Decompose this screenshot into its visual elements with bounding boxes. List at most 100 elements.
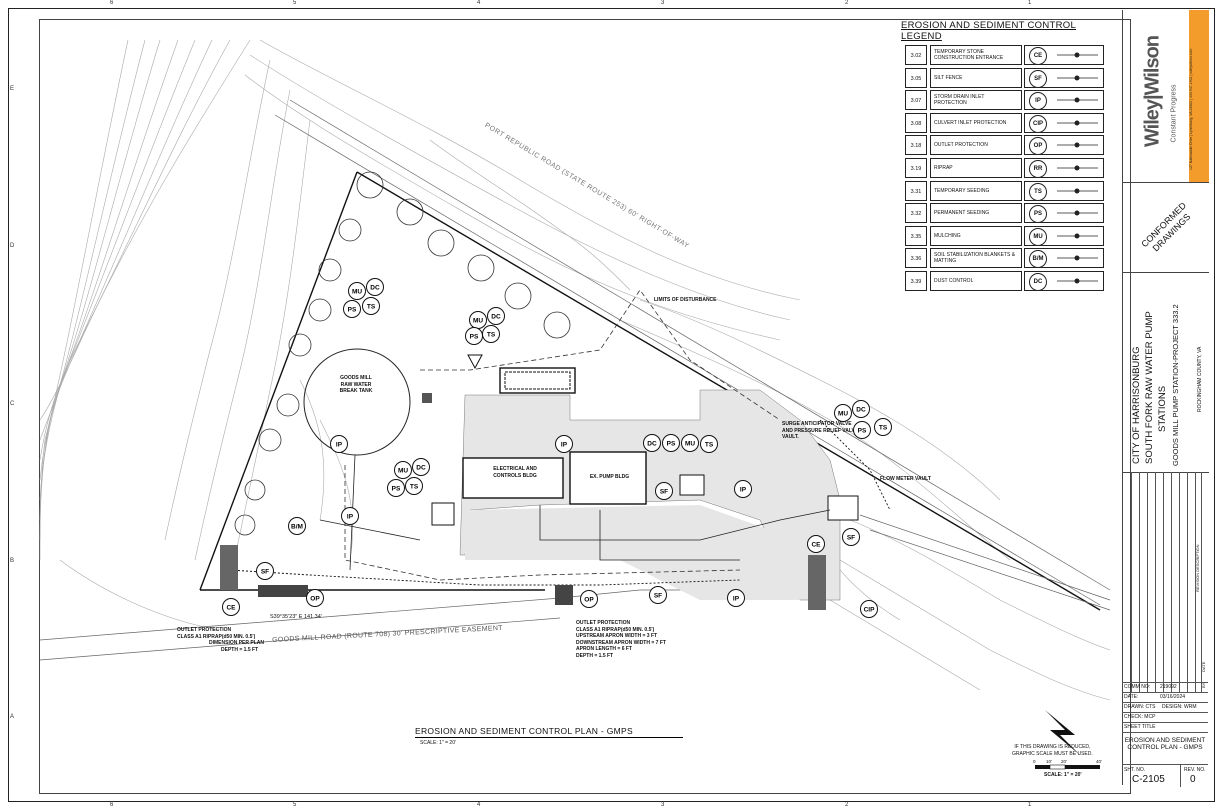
legend-graphic-icon: [1057, 75, 1098, 81]
legend-graphic-icon: [1057, 142, 1098, 148]
bubble-code: TS: [487, 331, 496, 338]
esc-callout-bubble: PS: [387, 479, 405, 497]
bubble-code: IP: [740, 486, 747, 493]
project-location: ROCKINGHAM COUNTY, VA: [1197, 346, 1203, 412]
revision-table: REVISION DESCRIPTION DATE BY: [1123, 472, 1209, 692]
scale-tick-1: 10': [1046, 759, 1052, 764]
bubble-code: PS: [858, 427, 867, 434]
esc-callout-bubble: OP: [580, 590, 598, 608]
pump-building: [569, 451, 647, 505]
legend-num: 3.19: [905, 157, 927, 178]
legend-graphic-icon: [1057, 52, 1098, 58]
legend-desc-text: TEMPORARY STONE CONSTRUCTION ENTRANCE: [934, 49, 1004, 61]
esc-callout-bubble: MU: [348, 282, 366, 300]
legend-code: IP: [1029, 92, 1047, 111]
rev-col-description: REVISION DESCRIPTION: [1195, 544, 1200, 592]
legend-desc-text: MULCHING: [934, 232, 961, 239]
bubble-code: DC: [647, 440, 657, 447]
legend-code: DC: [1029, 272, 1047, 291]
legend-desc: STORM DRAIN INLET PROTECTION: [930, 90, 1022, 111]
legend-title: EROSION AND SEDIMENT CONTROL LEGEND: [901, 20, 1077, 42]
firm-name: Wiley|Wilson: [1141, 35, 1164, 148]
generator-pad: [431, 502, 455, 526]
legend-symbol: B/M: [1024, 248, 1104, 269]
bubble-code: DC: [370, 284, 380, 291]
legend-num: 3.35: [905, 225, 927, 246]
date-row: DATE:03/16/2024: [1122, 693, 1208, 703]
bubble-code: DC: [856, 406, 866, 413]
bubble-code: TS: [367, 303, 376, 310]
title-block: Wiley|Wilson Constant Progress 127 Natio…: [1122, 10, 1209, 785]
legend-row: 3.08 CULVERT INLET PROTECTION CIP: [895, 112, 1110, 133]
zone-number: 2: [845, 802, 849, 808]
bubble-code: PS: [470, 333, 479, 340]
esc-callout-bubble: TS: [482, 325, 500, 343]
legend-num: 3.36: [905, 248, 927, 269]
esc-callout-bubble: B/M: [288, 517, 306, 535]
label: SHEET TITLE: [1124, 724, 1156, 730]
esc-callout-bubble: MU: [394, 461, 412, 479]
plan-scale: SCALE: 1" = 20': [420, 740, 456, 746]
zone-number: 6: [110, 0, 114, 6]
firm-logo: Wiley|Wilson Constant Progress 127 Natio…: [1123, 10, 1209, 183]
firm-tagline: Constant Progress: [1170, 84, 1178, 143]
esc-callout-bubble: PS: [343, 300, 361, 318]
bubble-code: PS: [667, 440, 676, 447]
legend-desc-text: CULVERT INLET PROTECTION: [934, 119, 1007, 126]
esc-callout-bubble: IP: [727, 589, 745, 607]
bubble-code: OP: [310, 595, 320, 602]
bubble-code: MU: [398, 467, 408, 474]
legend-code: OP: [1029, 137, 1047, 156]
legend-code: MU: [1029, 227, 1047, 246]
note-line: DEPTH = 1.5 FT: [576, 652, 614, 659]
zone-number: 4: [477, 802, 481, 808]
legend-desc: MULCHING: [930, 225, 1022, 246]
legend-code: CIP: [1029, 114, 1047, 133]
bubble-code: B/M: [291, 523, 303, 530]
legend-code: TS: [1029, 182, 1047, 201]
scale-tick-0: 0: [1033, 759, 1036, 764]
esc-callout-bubble: MU: [681, 434, 699, 452]
legend-graphic-icon: [1057, 97, 1098, 103]
legend-symbol: CIP: [1024, 112, 1104, 133]
label: SHT. NO.: [1124, 767, 1146, 773]
legend-graphic-icon: [1057, 278, 1098, 284]
sheet-number-row: SHT. NO. REV. NO. C-2105 0: [1122, 765, 1208, 787]
label: DRAWN:: [1124, 704, 1145, 710]
legend-desc: RIPRAP: [930, 157, 1022, 178]
legend-num: 3.08: [905, 112, 927, 133]
logo-orange-band: [1189, 10, 1209, 182]
legend-row: 3.02 TEMPORARY STONE CONSTRUCTION ENTRANC…: [895, 45, 1110, 65]
bubble-code: CE: [811, 541, 821, 548]
zone-number: 2: [845, 0, 849, 6]
zone-letter: B: [10, 558, 15, 564]
construction-entrance-stone-2: [220, 545, 238, 590]
rev-col-date: DATE: [1201, 661, 1206, 672]
label: REV. NO.: [1184, 767, 1206, 773]
firm-address: 127 Nationwide Drive | Lynchburg, VA 245…: [1189, 48, 1193, 170]
esc-callout-bubble: PS: [853, 421, 871, 439]
tank-label: GOODS MILL RAW WATER BREAK TANK: [339, 375, 373, 394]
sheet-title-label-row: SHEET TITLE: [1122, 723, 1208, 733]
legend-desc: DUST CONTROL: [930, 270, 1022, 291]
legend-graphic-icon: [1057, 233, 1098, 239]
outlet-protection-note-2: OUTLET PROTECTION CLASS A1 RIPRAP(d50 MI…: [576, 620, 666, 659]
road-lines: [39, 99, 1111, 661]
bubble-code: PS: [348, 306, 357, 313]
conformed-stamp: CONFORMED DRAWINGS: [1123, 182, 1209, 273]
legend-num: 3.02: [905, 45, 927, 65]
note-line: CLASS A1 RIPRAP(d50 MIN. 0.5'): [177, 633, 256, 640]
surge-vault: [679, 474, 705, 496]
zone-number: 6: [110, 802, 114, 808]
note-line: OUTLET PROTECTION: [576, 620, 631, 626]
legend-symbol: IP: [1024, 90, 1104, 111]
legend-num: 3.39: [905, 270, 927, 291]
drawing-sheet: [8, 8, 1215, 802]
esc-callout-bubble: SF: [256, 562, 274, 580]
